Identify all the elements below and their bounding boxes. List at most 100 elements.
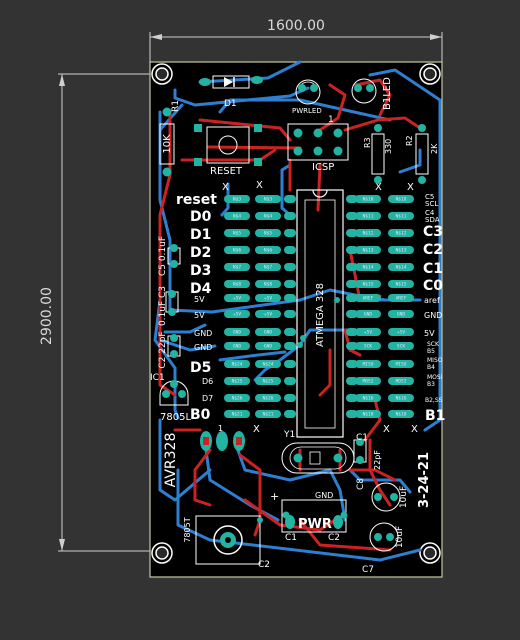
pad-net-label: N$16 bbox=[396, 396, 407, 402]
header-pad bbox=[355, 342, 381, 350]
label-b1: B1 bbox=[425, 408, 445, 424]
pad-net-label: +5V bbox=[264, 312, 272, 318]
label-5v: 5V bbox=[424, 329, 435, 338]
c8-value: 10uF bbox=[399, 486, 409, 508]
header-pad bbox=[224, 342, 250, 350]
pad-net-label: N$8 bbox=[264, 282, 272, 288]
icsp-header bbox=[287, 123, 349, 161]
header-pad bbox=[388, 360, 414, 368]
r2-label: R2 bbox=[405, 135, 414, 146]
header-pad bbox=[224, 377, 250, 385]
c2-label: C2 22pF bbox=[158, 331, 168, 368]
pad-net-label: N$12 bbox=[363, 231, 374, 237]
header-pad bbox=[224, 280, 250, 288]
header-pad bbox=[284, 342, 296, 350]
header-pad bbox=[355, 294, 381, 302]
header-pad bbox=[284, 246, 296, 254]
x-marker: X bbox=[256, 180, 263, 191]
mounting-holes bbox=[151, 63, 441, 564]
header-pad bbox=[355, 280, 381, 288]
header-pad bbox=[355, 310, 381, 318]
label-sck: SCK bbox=[427, 341, 440, 348]
dim-arrow-bottom bbox=[59, 539, 65, 551]
resistor-r3 bbox=[371, 124, 385, 184]
header-pad bbox=[388, 310, 414, 318]
header-pad bbox=[388, 394, 414, 402]
header-pad bbox=[388, 212, 414, 220]
dim-arrow-left bbox=[150, 34, 162, 40]
header-pad bbox=[255, 410, 281, 418]
pad-net-label: N$11 bbox=[396, 214, 407, 220]
pad-net-label: N$24 bbox=[232, 362, 243, 368]
regulator-7805l bbox=[159, 380, 189, 406]
label-5v-a: 5V bbox=[194, 295, 205, 304]
header-pad bbox=[255, 195, 281, 203]
label-d1: D1 bbox=[190, 227, 211, 243]
pad-net-label: N$3 bbox=[264, 197, 272, 203]
header-pad bbox=[284, 410, 296, 418]
c7-label: C7 bbox=[362, 565, 374, 575]
c8-label: C8 bbox=[356, 478, 366, 490]
label-reset: reset bbox=[176, 192, 217, 208]
pwrled-label: PWRLED bbox=[292, 107, 322, 115]
pad-net-label: MOSI bbox=[363, 379, 374, 385]
reset-button[interactable] bbox=[194, 124, 262, 166]
header-pad bbox=[355, 263, 381, 271]
pad-net-label: N$10 bbox=[363, 197, 374, 203]
pwr-label: PWR bbox=[298, 517, 332, 532]
pad-net-label: N$18 bbox=[363, 412, 374, 418]
r1-value: 10K bbox=[162, 134, 173, 154]
pad-net-label: N$8 bbox=[233, 282, 241, 288]
pad-net-label: GND bbox=[397, 312, 405, 318]
label-c1: C1 bbox=[423, 261, 443, 277]
header-pad bbox=[346, 328, 358, 336]
capacitor-c3 bbox=[165, 290, 179, 316]
header-pad bbox=[284, 195, 296, 203]
header-pad bbox=[355, 360, 381, 368]
pad-net-label: N$15 bbox=[363, 282, 374, 288]
reg-label: 7805L bbox=[160, 412, 191, 423]
r1-label: R1 bbox=[171, 100, 181, 112]
icsp-pin1: 1 bbox=[328, 115, 334, 125]
c1-label: C1 bbox=[356, 433, 368, 443]
c3-label: 0.1uF C3 bbox=[158, 286, 168, 326]
header-pad bbox=[284, 310, 296, 318]
header-pad bbox=[355, 394, 381, 402]
header-pad bbox=[388, 246, 414, 254]
header-pad bbox=[346, 280, 358, 288]
label-d6: D6 bbox=[202, 377, 213, 386]
label-d3: D3 bbox=[190, 263, 211, 279]
header-pad bbox=[284, 394, 296, 402]
header-pad bbox=[346, 342, 358, 350]
c1-value: 22pF bbox=[373, 450, 382, 470]
label-b5: B5 bbox=[427, 348, 435, 355]
dim-arrow-right bbox=[430, 34, 442, 40]
label-scl: SCL bbox=[425, 200, 438, 208]
header-pad bbox=[355, 229, 381, 237]
capacitor-c2 bbox=[167, 334, 181, 358]
pad-net-label: N$25 bbox=[263, 379, 274, 385]
r3-value: 330 bbox=[384, 139, 393, 154]
ic-socket-outline bbox=[296, 189, 344, 438]
label-c3: C3 bbox=[423, 224, 443, 240]
pad-net-label: +5V bbox=[397, 330, 405, 336]
gnd-label: GND bbox=[315, 491, 333, 500]
pad-net-label: N$14 bbox=[396, 265, 407, 271]
pad-pin1: 1 bbox=[218, 424, 223, 433]
label-d7: D7 bbox=[202, 394, 213, 403]
label-gnd-b: GND bbox=[194, 343, 212, 352]
header-pad bbox=[355, 410, 381, 418]
pad-net-label: N$5 bbox=[233, 231, 241, 237]
pad-net-label: GND bbox=[233, 330, 241, 336]
header-pad bbox=[388, 328, 414, 336]
right-pin-labels: C5 SCL C4 SDA C3 C2 C1 C0 aref GND 5V SC… bbox=[423, 193, 445, 424]
header-pad bbox=[255, 294, 281, 302]
c5-label: C5 0.1uF bbox=[158, 236, 168, 276]
label-b4: B4 bbox=[427, 364, 435, 371]
capacitor-c7 bbox=[369, 522, 399, 552]
header-pad bbox=[255, 377, 281, 385]
pad-net-label: GND bbox=[264, 344, 272, 350]
label-b2ss: B2,SS bbox=[425, 397, 443, 404]
crystal-y1 bbox=[281, 442, 355, 474]
